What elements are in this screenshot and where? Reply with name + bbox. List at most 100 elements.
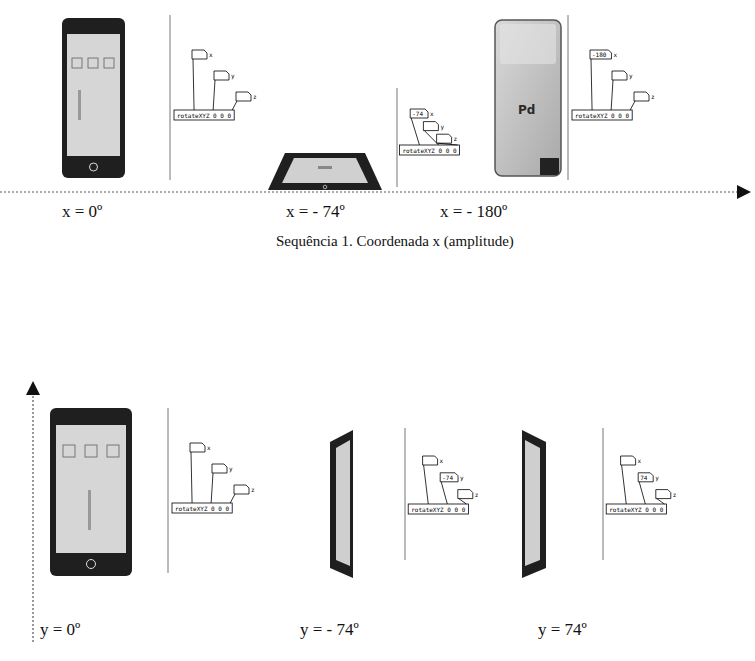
patch-wire [438,143,458,145]
patch-wire [591,59,592,110]
inlet-name: x [207,444,211,451]
object-box [399,145,459,155]
inlet-name: y [655,474,659,481]
pd-patch [568,15,649,180]
canvas-edge [170,15,171,180]
phone-tilted-right [522,430,546,578]
number-box [234,485,249,494]
number-box [410,109,428,118]
patch-wire [622,465,627,504]
inlet-name: z [651,93,655,100]
canvas-edge [168,408,169,573]
patch-wire [639,482,645,504]
canvas-edge [397,88,398,187]
object-box-text: rotateXYZ 0 0 0 [609,506,663,513]
axis-y [26,381,40,642]
number-box [656,490,671,499]
inlet-name: y [629,72,633,79]
inlet-name: x [440,457,444,464]
angle-label: x = - 74º [286,202,345,222]
number-value: -180 [592,51,606,58]
patch-wire [191,452,192,503]
object-box [572,110,632,120]
figure-caption: Sequência 1. Coordenada x (amplitude) [276,233,514,250]
inlet-name: y [231,72,235,79]
inlet-name: x [638,457,642,464]
pd-patch [603,428,671,560]
inlet-name: y [440,123,444,130]
inlet-name: x [613,51,617,58]
axis-x [0,185,751,199]
number-box [236,92,251,101]
patch-wire [193,59,194,110]
patch-wire [213,80,215,110]
object-box-text: rotateXYZ 0 0 0 [411,506,465,513]
phone-back [495,20,561,176]
object-box-text: rotateXYZ 0 0 0 [175,505,229,512]
object-box [174,110,234,120]
object-box [172,503,232,513]
inlet-name: x [430,110,434,117]
object-box-text: rotateXYZ 0 0 0 [575,112,629,119]
number-box [423,122,438,131]
number-box [440,473,458,482]
inlet-name: z [253,93,257,100]
angle-label: x = - 180º [440,202,507,222]
pd-patch [397,88,460,187]
pd-patch [168,408,249,573]
pd-patch [170,15,251,180]
canvas-edge [568,15,569,180]
inlet-name: y [229,465,233,472]
number-box [192,50,207,59]
angle-label: y = 74º [538,620,587,640]
number-value: 74 [640,474,647,481]
patch-wire [411,118,419,145]
number-box [423,456,438,465]
number-box [590,50,611,59]
number-box [458,490,473,499]
angle-label: y = - 74º [300,620,359,640]
logo-text: Pd [518,104,535,117]
patch-wire [232,101,237,110]
object-box [408,504,468,514]
patch-wire [230,494,235,503]
inlet-name: z [454,135,458,142]
object-box-text: rotateXYZ 0 0 0 [177,112,231,119]
number-box [437,134,452,143]
pd-patch [405,428,473,560]
phone-front [62,18,125,178]
number-box [212,464,227,473]
number-value: -74 [412,110,423,117]
inlet-name: x [209,51,213,58]
patch-wire [424,465,429,504]
inlet-name: z [673,491,677,498]
number-value: -74 [442,474,453,481]
number-box [214,71,229,80]
number-box [621,456,636,465]
inlet-name: z [251,486,255,493]
number-box [638,473,653,482]
angle-label: x = 0º [62,202,102,222]
patch-wire [630,101,635,110]
number-box [612,71,627,80]
canvas-edge [405,428,406,560]
angle-label: y = 0º [40,620,80,640]
phone-tilted-left [330,430,353,578]
object-box-text: rotateXYZ 0 0 0 [402,147,456,154]
patch-wire [459,499,467,504]
patch-wire [211,473,213,503]
patch-wire [611,80,613,110]
phone-front [50,408,132,576]
phone-tilted-flat [268,153,382,190]
canvas-edge [603,428,604,560]
number-box [634,92,649,101]
number-box [190,443,205,452]
object-box [606,504,666,514]
patch-wire [657,499,665,504]
patch-wire [441,482,447,504]
inlet-name: y [460,474,464,481]
inlet-name: z [475,491,479,498]
